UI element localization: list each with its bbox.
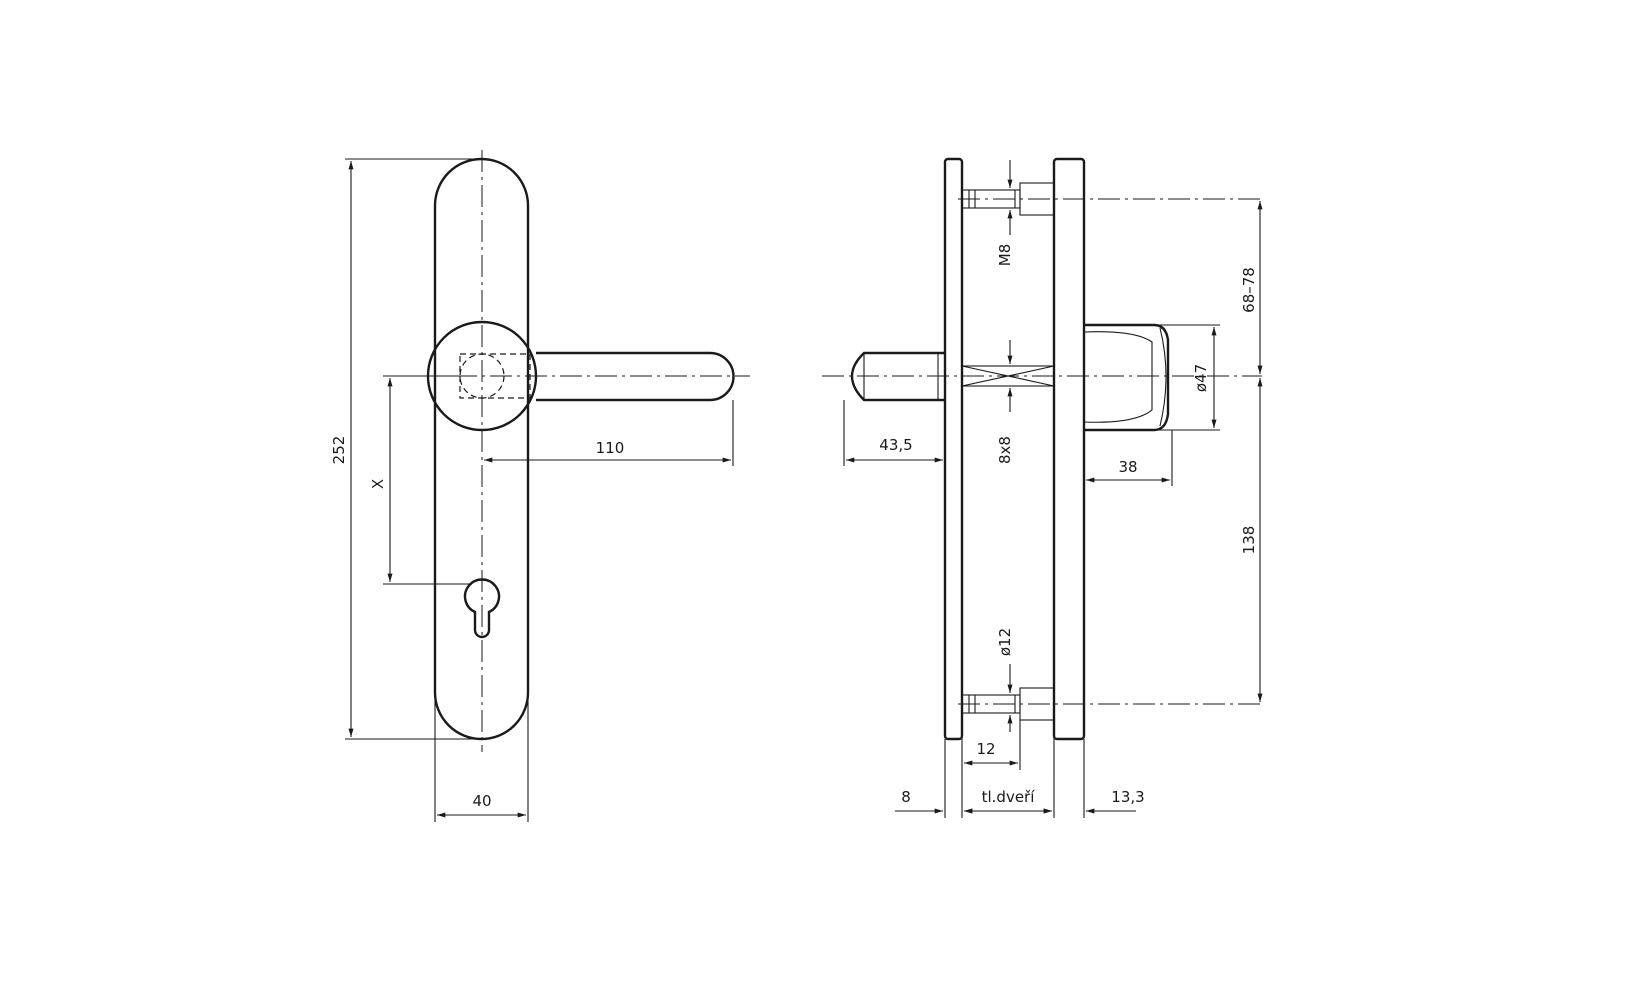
- dim-knob-projection-label: 38: [1118, 458, 1137, 476]
- dim-door-thickness-label: tl.dveří: [982, 788, 1036, 806]
- front-view: 252 X 110 40: [330, 150, 750, 822]
- dim-spindle-projection-label: 43,5: [879, 436, 912, 454]
- side-view: M8 8x8 ø12 43,5 38 ø47 68–78 138 12: [822, 157, 1263, 818]
- dim-width-label: 40: [472, 792, 491, 810]
- upper-screw: [958, 182, 1262, 216]
- dim-screw-inset-label: 12: [976, 740, 995, 758]
- outer-knob: [1084, 323, 1170, 432]
- dim-lever-length-label: 110: [596, 439, 625, 457]
- cylinder-keyhole: [463, 578, 501, 639]
- lever-handle: [536, 351, 735, 402]
- dim-outer-plate-thickness-label: 13,3: [1111, 788, 1144, 806]
- dim-m8-label: M8: [996, 244, 1014, 267]
- inner-plate: [943, 157, 964, 741]
- dim-bolt-diameter-label: ø12: [996, 628, 1014, 656]
- lower-screw: [958, 687, 1262, 721]
- dim-plate-thickness-label: 8: [901, 788, 911, 806]
- dim-knob-diameter-label: ø47: [1192, 364, 1210, 392]
- square-spindle: [961, 365, 1055, 387]
- dim-x-label: X: [369, 479, 387, 489]
- dim-screw-spacing-lower-label: 138: [1240, 526, 1258, 555]
- dim-screw-spacing-upper-label: 68–78: [1240, 267, 1258, 313]
- outer-knob-inner-contour: [1083, 331, 1153, 423]
- dim-height-label: 252: [330, 436, 348, 465]
- dim-spindle-size-label: 8x8: [996, 436, 1014, 464]
- outer-plate: [1052, 157, 1086, 741]
